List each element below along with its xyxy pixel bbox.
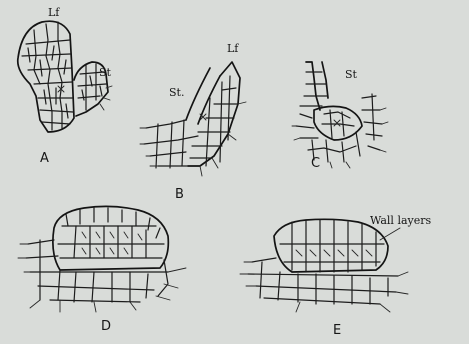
panel-e-wall-layers-label: Wall layers: [370, 214, 431, 227]
panel-d-letter: D: [101, 319, 111, 334]
panel-d: D: [18, 206, 186, 334]
panel-c-stem-label: St: [345, 68, 358, 81]
panel-a: Lf St A: [18, 6, 112, 166]
panel-e-antheridium: [274, 219, 388, 272]
panel-c: St C: [292, 62, 388, 171]
panel-b-letter: B: [175, 187, 184, 202]
panel-e: Wall layers E: [240, 214, 431, 338]
panel-c-initial-cell: [334, 120, 340, 126]
panel-a-letter: A: [40, 151, 49, 166]
panel-b-leaf-label: Lf: [227, 42, 239, 55]
panel-b-stem-region: [186, 68, 220, 124]
panel-c-axil-cells: [292, 94, 388, 168]
panel-e-callout-line: [380, 228, 400, 240]
panel-d-leaf-tissue: [18, 240, 186, 312]
panel-a-leaf-primordium: [18, 21, 74, 132]
panel-d-antheridium: [53, 206, 168, 270]
panel-b: Lf St. B: [140, 42, 246, 202]
panel-c-letter: C: [311, 156, 320, 171]
panel-b-leaf-base: [140, 62, 246, 176]
panel-e-leaf-tissue: [240, 258, 408, 312]
panel-a-stem-label: St: [99, 66, 112, 79]
panel-a-leaf-label: Lf: [48, 6, 60, 19]
panel-e-letter: E: [333, 323, 341, 338]
panel-b-stem-label: St.: [169, 86, 184, 99]
panel-c-leaf-flank: [300, 62, 328, 110]
